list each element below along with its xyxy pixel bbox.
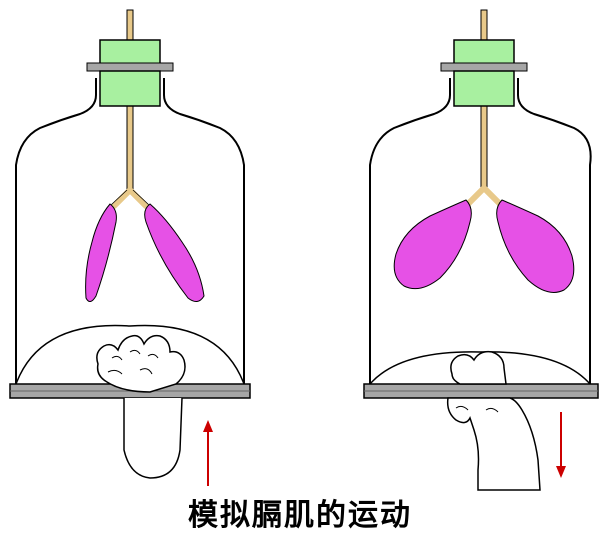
right-glass-tube xyxy=(481,104,487,190)
left-glass-tube xyxy=(127,104,133,192)
right-stopper-top xyxy=(454,40,514,64)
right-lung-right xyxy=(497,200,574,292)
right-stopper-bottom xyxy=(454,71,514,106)
left-stopper-top xyxy=(100,40,160,64)
left-arrow-up-icon xyxy=(203,420,213,486)
right-glass-tube-top xyxy=(481,10,487,42)
right-arrow-down-icon xyxy=(556,412,566,478)
right-bronchi xyxy=(468,188,500,204)
left-lung-right xyxy=(145,204,204,302)
left-lung-left xyxy=(86,204,117,302)
right-lung-left xyxy=(394,200,471,289)
left-glass-tube-top xyxy=(127,10,133,42)
left-hand-icon xyxy=(97,336,185,478)
left-stopper-band xyxy=(87,63,173,71)
right-hand-icon xyxy=(448,352,540,490)
figure-caption: 模拟膈肌的运动 xyxy=(0,496,600,536)
left-stopper-bottom xyxy=(100,71,160,106)
left-model xyxy=(10,10,250,486)
right-model xyxy=(364,10,598,490)
right-stopper-band xyxy=(441,63,527,71)
